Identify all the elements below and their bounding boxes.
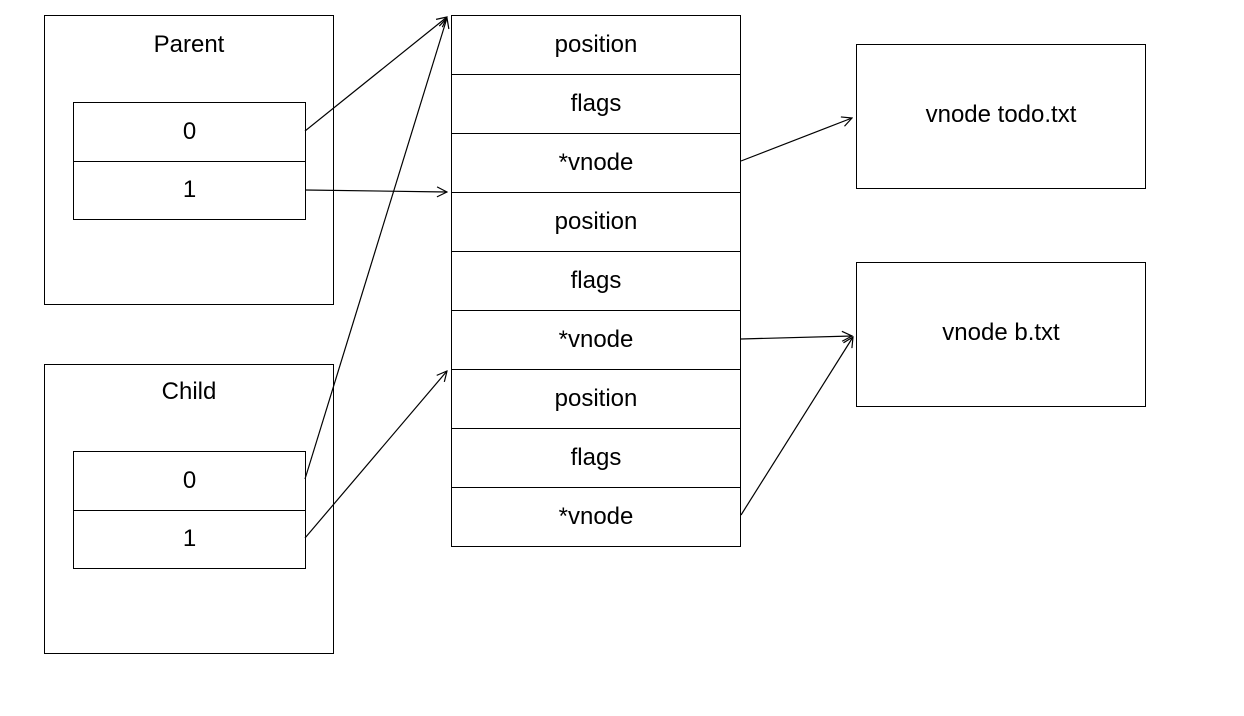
- parent-process-title: Parent: [153, 31, 225, 58]
- arrow-entry0-to-vnode-todo: [740, 118, 852, 162]
- parent-process-box: Parent 0 1: [44, 15, 334, 305]
- parent-fd-1: 1: [74, 162, 305, 220]
- file-entry-2-flags: flags: [452, 429, 740, 488]
- file-entry-1-position: position: [452, 193, 740, 252]
- child-process-box: Child 0 1: [44, 364, 334, 654]
- file-entry-2-vnode: *vnode: [452, 488, 740, 547]
- file-entry-0-flags: flags: [452, 75, 740, 134]
- vnode-todo: vnode todo.txt: [856, 44, 1146, 189]
- file-entry-1-vnode: *vnode: [452, 311, 740, 370]
- arrow-entry2-to-vnode-b: [740, 337, 853, 516]
- child-fd-1: 1: [74, 511, 305, 569]
- file-entry-1-flags: flags: [452, 252, 740, 311]
- file-entry-2-position: position: [452, 370, 740, 429]
- child-fd-table: 0 1: [73, 451, 306, 569]
- file-entry-0-position: position: [452, 16, 740, 75]
- open-file-table: position flags *vnode position flags *vn…: [451, 15, 741, 547]
- parent-fd-0: 0: [74, 103, 305, 162]
- file-entry-0-vnode: *vnode: [452, 134, 740, 193]
- arrow-entry1-to-vnode-b: [740, 336, 852, 339]
- vnode-b: vnode b.txt: [856, 262, 1146, 407]
- parent-fd-table: 0 1: [73, 102, 306, 220]
- child-process-title: Child: [161, 378, 217, 405]
- child-fd-0: 0: [74, 452, 305, 511]
